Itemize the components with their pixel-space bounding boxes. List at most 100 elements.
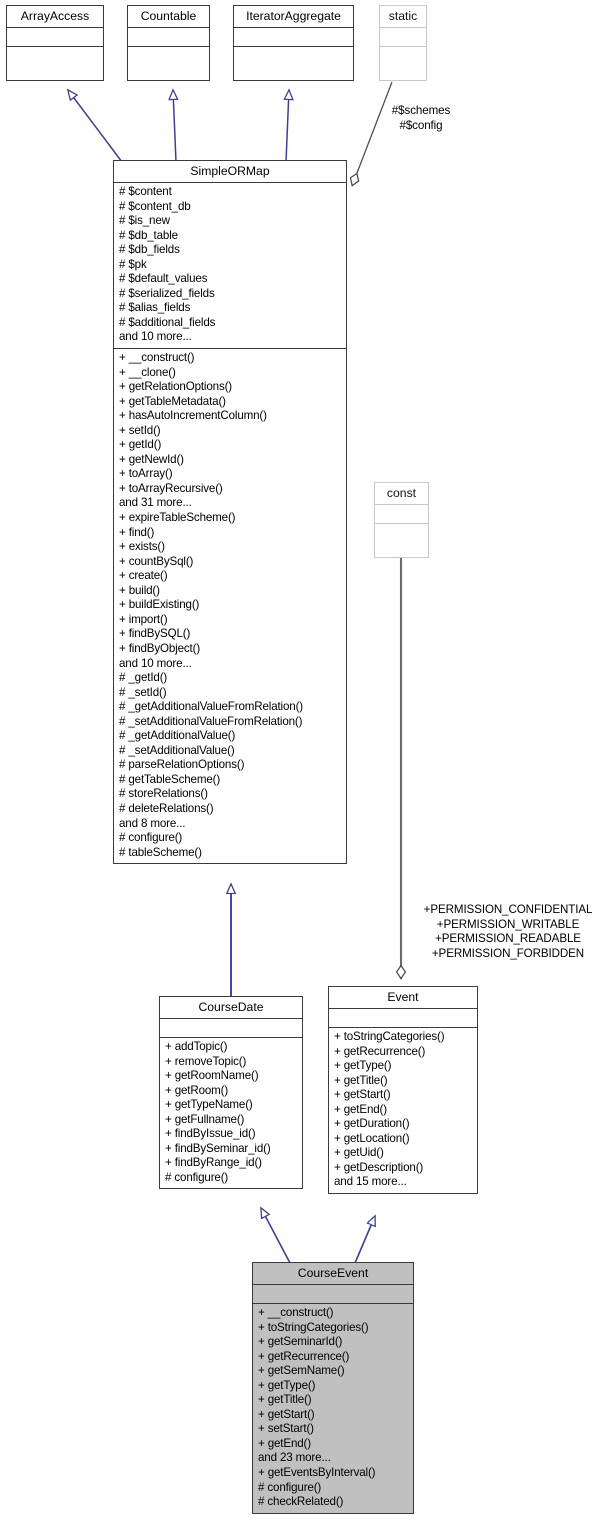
method-row: # tableScheme()	[119, 845, 202, 859]
class-title-coursedate: CourseDate	[198, 1000, 264, 1014]
static-member-schemes: #$schemes	[391, 104, 451, 117]
attribute-row: # $content_db	[119, 199, 191, 213]
method-row: + hasAutoIncrementColumn()	[119, 409, 267, 423]
method-row: + removeTopic()	[165, 1054, 247, 1068]
class-box-const[interactable]: const	[374, 482, 429, 558]
attributes-compartment-static	[380, 28, 426, 46]
method-row: + import()	[119, 612, 168, 626]
method-row: + getTitle()	[258, 1393, 312, 1407]
class-box-static[interactable]: static	[379, 5, 427, 81]
method-row: + setId()	[119, 423, 161, 437]
method-row: # checkRelated()	[258, 1495, 344, 1509]
compartment-divider	[329, 1008, 477, 1009]
method-row: + getEnd()	[334, 1102, 387, 1116]
method-overflow-note: and 10 more...	[119, 656, 192, 670]
method-row: # _getId()	[119, 671, 168, 685]
method-row: + findBySQL()	[119, 627, 191, 641]
method-row: + countBySql()	[119, 554, 194, 568]
class-box-courseevent[interactable]: CourseEvent + __construct() + toStringCa…	[252, 1262, 414, 1514]
attribute-row: # $serialized_fields	[119, 286, 215, 300]
method-row: + getRoomName()	[165, 1069, 259, 1083]
class-title-event: Event	[387, 990, 419, 1004]
methods-compartment-arrayaccess	[7, 47, 103, 65]
class-title-countable: Countable	[140, 9, 197, 23]
method-row: + build()	[119, 583, 160, 597]
class-box-coursedate[interactable]: CourseDate + addTopic() + removeTopic() …	[159, 996, 303, 1190]
method-row: + getRecurrence()	[258, 1349, 350, 1363]
class-box-arrayaccess[interactable]: ArrayAccess	[6, 5, 104, 81]
methods-compartment-coursedate: + addTopic() + removeTopic() + getRoomNa…	[160, 1038, 302, 1188]
method-row: + toStringCategories()	[334, 1030, 445, 1043]
method-row: + getRelationOptions()	[119, 380, 233, 394]
method-row: + getType()	[258, 1378, 316, 1392]
method-row: # _getAdditionalValueFromRelation()	[119, 700, 304, 714]
attributes-compartment-simpleormap: # $content # $content_db # $is_new # $db…	[114, 183, 346, 348]
method-row: + getTableMetadata()	[119, 394, 226, 408]
method-row: # configure()	[165, 1170, 229, 1184]
attribute-row: # $default_values	[119, 272, 208, 286]
static-member-config: #$config	[399, 118, 443, 132]
methods-compartment-iteratoraggregate	[234, 47, 353, 65]
method-row: + find()	[119, 525, 155, 539]
method-row: + toStringCategories()	[258, 1320, 369, 1334]
compartment-divider	[253, 1284, 413, 1285]
methods-compartment-simpleormap: + __construct() + __clone() + getRelatio…	[114, 349, 346, 863]
attributes-compartment-event	[329, 1009, 477, 1027]
method-row: + getNewId()	[119, 452, 184, 466]
method-row: + getTitle()	[334, 1073, 388, 1087]
const-member-permission-writable: +PERMISSION_WRITABLE	[436, 917, 580, 931]
method-row: + __clone()	[119, 365, 176, 379]
class-title-const: const	[386, 486, 417, 500]
method-row: + toArray()	[119, 467, 173, 481]
attribute-row: # $is_new	[119, 214, 170, 228]
compartment-divider	[234, 46, 353, 47]
method-row: + create()	[119, 569, 168, 583]
method-row: # deleteRelations()	[119, 801, 214, 815]
class-title-static: static	[388, 9, 418, 23]
method-row: + expireTableScheme()	[119, 511, 236, 525]
attributes-compartment-iteratoraggregate	[234, 28, 353, 46]
compartment-divider	[234, 27, 353, 28]
methods-compartment-event: + toStringCategories() + getRecurrence()…	[329, 1028, 477, 1193]
method-row: + getLocation()	[334, 1131, 410, 1145]
method-row: # getTableScheme()	[119, 772, 221, 786]
method-row: + getRecurrence()	[334, 1044, 426, 1058]
method-row: + getFullname()	[165, 1112, 245, 1126]
method-row: + __construct()	[258, 1306, 334, 1319]
attributes-compartment-courseevent	[253, 1285, 413, 1303]
method-row: # configure()	[258, 1480, 322, 1494]
compartment-divider	[375, 504, 428, 505]
class-box-iteratoraggregate[interactable]: IteratorAggregate	[233, 5, 354, 81]
method-row: + findByIssue_id()	[165, 1127, 256, 1141]
compartment-divider	[329, 1027, 477, 1028]
attributes-compartment-const	[375, 505, 428, 523]
compartment-divider	[253, 1303, 413, 1304]
method-row: + getEventsByInterval()	[258, 1466, 376, 1480]
class-box-countable[interactable]: Countable	[127, 5, 210, 81]
compartment-divider	[7, 46, 103, 47]
method-row: + getTypeName()	[165, 1098, 253, 1112]
class-box-simpleormap[interactable]: SimpleORMap # $content # $content_db # $…	[113, 160, 347, 865]
attribute-overflow-note: and 10 more...	[119, 330, 192, 344]
method-row: + findByRange_id()	[165, 1156, 262, 1170]
class-title-simpleormap: SimpleORMap	[190, 164, 270, 178]
class-title-courseevent: CourseEvent	[297, 1266, 369, 1280]
method-row: + getStart()	[334, 1088, 391, 1102]
method-row: + findBySeminar_id()	[165, 1141, 271, 1155]
edge-label-const-members: +PERMISSION_CONFIDENTIAL +PERMISSION_WRI…	[405, 903, 611, 961]
method-overflow-note: and 31 more...	[119, 496, 192, 510]
method-row: + __construct()	[119, 351, 195, 365]
attribute-row: # $pk	[119, 257, 147, 271]
const-member-permission-confidential: +PERMISSION_CONFIDENTIAL	[423, 903, 593, 916]
attributes-compartment-arrayaccess	[7, 28, 103, 46]
class-box-event[interactable]: Event + toStringCategories() + getRecurr…	[328, 986, 478, 1195]
method-row: + getStart()	[258, 1407, 315, 1421]
methods-compartment-courseevent: + __construct() + toStringCategories() +…	[253, 1304, 413, 1513]
method-row: # _setAdditionalValue()	[119, 743, 235, 757]
compartment-divider	[160, 1037, 302, 1038]
attribute-row: # $db_fields	[119, 243, 180, 257]
compartment-divider	[128, 46, 209, 47]
compartment-divider	[380, 27, 426, 28]
edge-label-static-members: #$schemes #$config	[366, 104, 476, 133]
